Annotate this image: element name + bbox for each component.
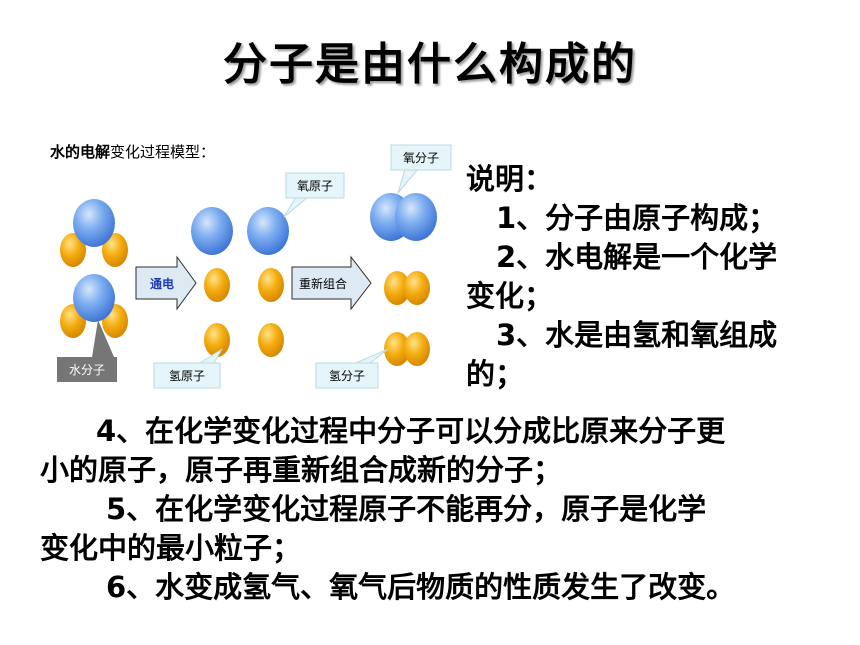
hydrogen-atom xyxy=(258,268,284,302)
oxygen-atom xyxy=(73,199,115,247)
paragraph-4-line-1: 4、在化学变化过程中分子可以分成比原来分子更 xyxy=(96,414,726,448)
hydrogen-molecule-top xyxy=(384,271,430,305)
oxygen-atom-label: 氧原子 xyxy=(297,179,333,193)
paragraph-6: 6、水变成氢气、氧气后物质的性质发生了改变。 xyxy=(106,570,736,604)
note-item-2-line-2: 变化； xyxy=(466,279,554,313)
water-electrolysis-diagram: 水的电解变化过程模型： 水分子 通电 氧原子 氢原子 xyxy=(50,143,452,389)
hydrogen-atom xyxy=(404,271,430,305)
hydrogen-atom-label: 氢原子 xyxy=(169,368,205,383)
hydrogen-atom xyxy=(102,233,128,267)
electrolysis-label: 通电 xyxy=(150,276,174,291)
water-molecule-top xyxy=(60,199,128,267)
hydrogen-molecule-bottom xyxy=(384,332,430,366)
recombine-label: 重新组合 xyxy=(299,276,347,291)
oxygen-atom xyxy=(73,274,115,322)
explanation-notes: 说明： 1、分子由原子构成； 2、水电解是一个化学 变化； 3、水是由氢和氧组成… xyxy=(466,160,826,394)
paragraph-4-line-2: 小的原子，原子再重新组合成新的分子； xyxy=(40,453,563,487)
hydrogen-molecule-callout: 氢分子 xyxy=(315,348,389,389)
paragraph-5-line-2: 变化中的最小粒子； xyxy=(40,531,302,565)
page-title: 分子是由什么构成的 xyxy=(223,39,637,90)
note-item-1: 1、分子由原子构成； xyxy=(496,201,778,235)
electrolysis-arrow: 通电 xyxy=(135,255,197,311)
hydrogen-atom xyxy=(384,332,410,366)
note-item-3-line-1: 3、水是由氢和氧组成 xyxy=(496,318,778,352)
oxygen-atom xyxy=(395,193,437,241)
hydrogen-atom xyxy=(60,233,86,267)
notes-heading: 说明： xyxy=(466,162,554,196)
water-molecule-callout: 水分子 xyxy=(57,320,117,382)
note-item-2-line-1: 2、水电解是一个化学 xyxy=(496,240,778,274)
oxygen-atom xyxy=(191,207,233,255)
diagram-heading: 水的电解变化过程模型： xyxy=(50,143,215,161)
hydrogen-atom xyxy=(204,323,230,357)
oxygen-molecule-label: 氧分子 xyxy=(403,151,439,165)
note-item-3-line-2: 的； xyxy=(466,357,525,391)
oxygen-molecule-callout: 氧分子 xyxy=(390,144,452,194)
conclusion-paragraphs: 4、在化学变化过程中分子可以分成比原来分子更 小的原子，原子再重新组合成新的分子… xyxy=(40,412,830,607)
water-molecule-label: 水分子 xyxy=(69,363,105,377)
water-molecule-bottom xyxy=(60,274,128,338)
paragraph-5-line-1: 5、在化学变化过程原子不能再分，原子是化学 xyxy=(106,492,707,526)
oxygen-atom xyxy=(247,207,289,255)
recombine-arrow: 重新组合 xyxy=(291,255,372,311)
hydrogen-atom xyxy=(384,271,410,305)
hydrogen-atom-callout: 氢原子 xyxy=(153,348,223,389)
diagram-heading-bold: 水的电解 xyxy=(50,143,110,161)
hydrogen-atom xyxy=(404,332,430,366)
hydrogen-atom xyxy=(204,268,230,302)
hydrogen-atom xyxy=(258,323,284,357)
hydrogen-molecule-label: 氢分子 xyxy=(329,368,365,383)
oxygen-atom-callout: 氧原子 xyxy=(283,172,345,218)
oxygen-molecule xyxy=(370,193,437,241)
diagram-heading-rest: 变化过程模型： xyxy=(110,143,215,161)
